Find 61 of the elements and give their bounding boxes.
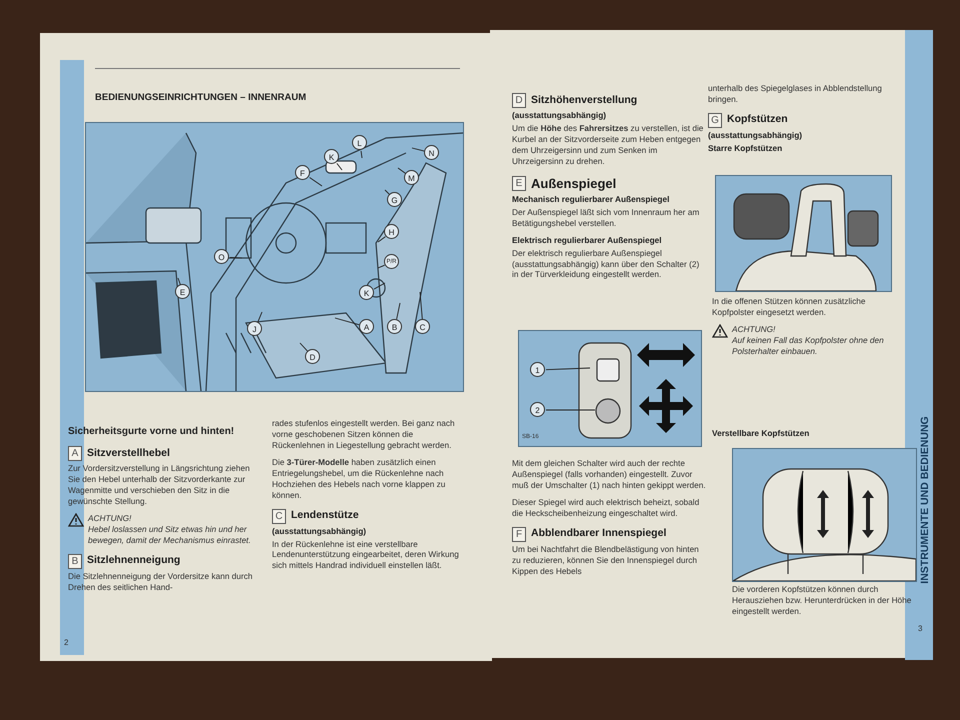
leader-line [378,236,386,242]
leader-line [396,302,400,320]
paragraph: In die offenen Stützen können zusätzliche Kopfpolster eingesetzt werden. [712,296,866,318]
paragraph: Dieser Spiegel wird auch elektrisch beheizt, sobald die Heckscheibenheizung eingeschaltet wird. [512,496,700,519]
section-heading: Sitzlehnenneigung [87,554,180,568]
leader-line [374,282,386,290]
paragraph: Die 3-Türer-Modelle haben zusätzlich einen Entriegelungshebel, um die Rückenlehne nach Hochziehen des Hebels nach vorne klappen zu können. [272,456,446,501]
paragraph: Mit dem gleichen Schalter wird auch der rechte Außenspiegel (falls vorhanden) eingestellt. Zuvor muß der Umschalter (1) nach hinten gekippt werden. [512,458,707,491]
leader-line [420,292,423,320]
warning-title: ACHTUNG! [732,324,776,335]
page-title: BEDIENUNGSEINRICHTUNGEN – INNENRAUM [95,92,306,103]
leader-line [300,342,308,352]
section-heading: Sitzhöhenverstellung [531,94,638,108]
page-number: 3 [918,624,922,633]
section-heading: Kopfstützen [727,113,788,128]
warning-title: ACHTUNG! [88,512,132,524]
section-heading: Lendenstütze [291,509,359,523]
section-letter: C [272,508,286,524]
paragraph: Der elektrisch regulierbare Außenspiegel (ausstattungsabhängig) kann über den Schalter (2) in der Türverkleidung eingestellt werden. [512,248,700,280]
section-heading: Sitzverstellhebel [87,446,170,461]
paragraph: Zur Vordersitzverstellung in Längsrichtung ziehen Sie den Hebel unterhalb der Sitzvorderkante zur Wagenmitte und verschieben den Sitz in die gewünschte Stellung. [68,463,251,507]
subheading: (ausstattungsabhängig) [272,526,368,536]
paragraph: In der Rückenlehne ist eine verstellbare Lendenunterstützung eingearbeitet, deren Wirkung sich mittels Handrad individuell einstellen läßt. [272,538,460,572]
paragraph: Die Sitzlehnenneigung der Vordersitze kann durch Drehen des seitlichen Hand- [68,570,253,593]
section-heading: Abblendbarer Innenspiegel [531,527,666,542]
section-letter: A [68,446,82,462]
paragraph: Um die Höhe des Fahrersitzes zu verstellen, ist die Kurbel an der Sitzvorderseite zum Heben entgegen dem Uhrzeigersinn und zum Senken im Uhrzeigersinn zu drehen. [512,122,704,167]
leader-line [360,150,362,158]
section-letter: G [708,112,722,128]
leader-line [334,318,360,326]
subheading: (ausstattungsabhängig) [512,110,608,121]
leader-line [309,177,322,186]
subheading: Mechanisch regulierbarer Außenspiegel [512,194,670,205]
section-letter: B [68,554,82,569]
leader-line [384,190,390,195]
paragraph: Um bei Nachtfahrt die Blendbelästigung von hinten zu reduzieren, können Sie den Innenspiegel durch Kippen des Hebels [512,544,700,576]
paragraph: rades stufenlos eingestellt werden. Bei ganz nach vorne geschobenen Sitzen können die Rückenlehnen in Liegestellung gebracht werden. [272,418,456,451]
side-tab-text: INSTRUMENTE UND BEDIENUNG [919,416,931,584]
paragraph: unterhalb des Spiegelglases in Abblendstellung bringen. [708,83,883,105]
subheading: Starre Kopfstützen [708,142,784,154]
warning-text: Hebel loslassen und Sitz etwas hin und her bewegen, damit der Mechanismus einrastet. [88,524,252,546]
warning-text: Auf keinen Fall das Kopfpolster ohne den Polsterhalter einbauen. [732,334,885,357]
page-number: 2 [64,638,68,647]
subheading: Verstellbare Kopfstützen [712,428,810,439]
leader-line [378,264,386,268]
leader-line [230,256,242,258]
section-letter: D [512,93,526,108]
section-heading: Sicherheitsgurte vorne und hinten! [68,425,236,438]
leader-line [398,168,406,174]
section-letter: E [512,176,526,191]
section-heading: Außenspiegel [531,174,616,192]
section-letter: F [512,526,526,542]
leader-line [546,368,590,370]
subheading: (ausstattungsabhängig) [708,130,804,141]
paragraph: Der Außenspiegel läßt sich vom Innenraum her am Betätigungshebel verstellen. [512,206,700,229]
subheading: Elektrisch regulierbarer Außenspiegel [512,234,663,246]
leader-line [258,312,262,322]
paragraph: Die vorderen Kopfstützen können durch Herausziehen bzw. Herunterdrücken in der Höhe eingestellt werden. [732,584,912,617]
leader-line [412,148,425,152]
leader-line [336,162,342,170]
leader-line [178,278,181,285]
